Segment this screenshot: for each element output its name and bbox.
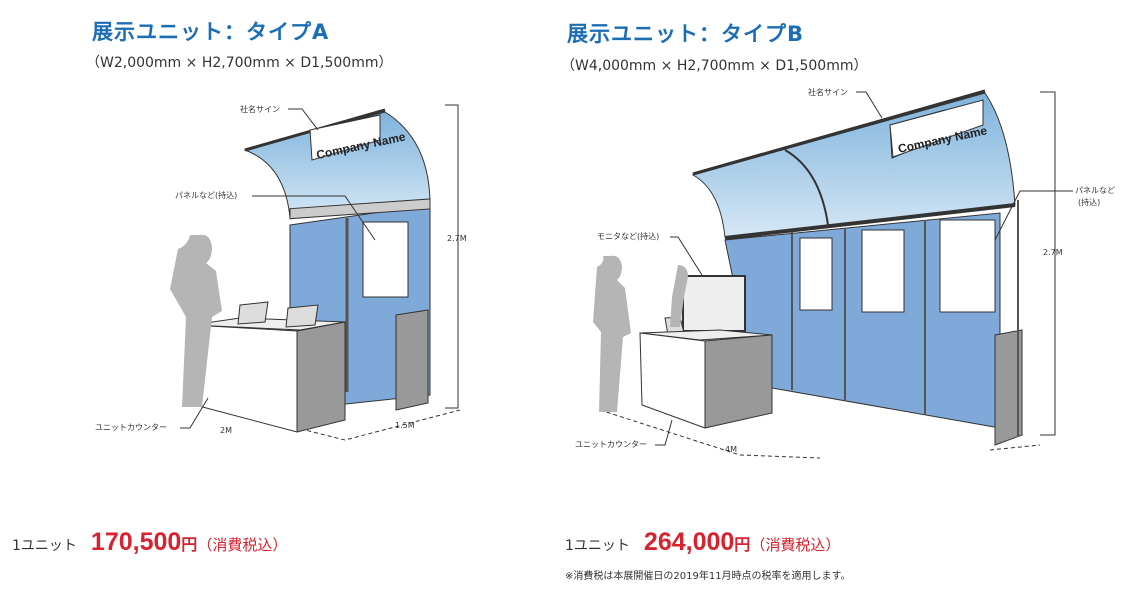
height-label: 2.7M: [1043, 248, 1063, 257]
sign-label: 社名サイン: [240, 104, 280, 114]
type-b-title: 展示ユニット：タイプB: [567, 22, 805, 46]
type-a-price: 1ユニット 170,500 円 （消費税込）: [12, 528, 287, 557]
type-b-price: 1ユニット 264,000 円 （消費税込）: [565, 528, 840, 557]
panel-label: パネルなど: [1075, 186, 1115, 195]
price-amount: 170,500: [90, 528, 182, 556]
floor-outline: [184, 399, 461, 441]
price-amount: 264,000: [643, 528, 735, 556]
yen-label: 円: [734, 535, 751, 554]
unit-label: 1ユニット: [12, 538, 77, 554]
sign-label: 社名サイン: [808, 87, 848, 97]
poster-panel: [799, 237, 833, 311]
poster-panel: [362, 221, 409, 298]
type-a-dimensions: （W2,000mm × H2,700mm × D1,500mm）: [86, 55, 393, 71]
counter-label: ユニットカウンター: [95, 423, 167, 432]
unit-label: 1ユニット: [565, 538, 630, 554]
counter-label: ユニットカウンター: [575, 440, 647, 449]
tax-label: （消費税込）: [750, 536, 841, 554]
tax-label: （消費税込）: [197, 536, 288, 554]
poster-panel: [939, 219, 996, 313]
poster-panel: [861, 229, 905, 313]
monitor-label: モニタなど(持込): [597, 231, 659, 241]
type-b-dimensions: （W4,000mm × H2,700mm × D1,500mm）: [561, 58, 868, 74]
tax-note: ※消費税は本展開催日の2019年11月時点の税率を適用します。: [565, 571, 851, 582]
type-a-title: 展示ユニット：タイプA: [92, 20, 330, 44]
person-silhouette: [593, 255, 631, 412]
company-sign: [309, 114, 381, 161]
width-label: 2M: [220, 426, 232, 435]
panel-label-carry: (持込): [1078, 197, 1100, 207]
yen-label: 円: [181, 535, 198, 554]
height-label: 2.7M: [447, 234, 467, 243]
width-label: 4M: [725, 445, 737, 454]
unit-counter: [639, 332, 706, 429]
monitor: [682, 275, 746, 332]
panel-label: パネルなど(持込): [175, 190, 237, 200]
person-silhouette: [170, 234, 222, 407]
depth-label: 1.5M: [395, 421, 415, 430]
